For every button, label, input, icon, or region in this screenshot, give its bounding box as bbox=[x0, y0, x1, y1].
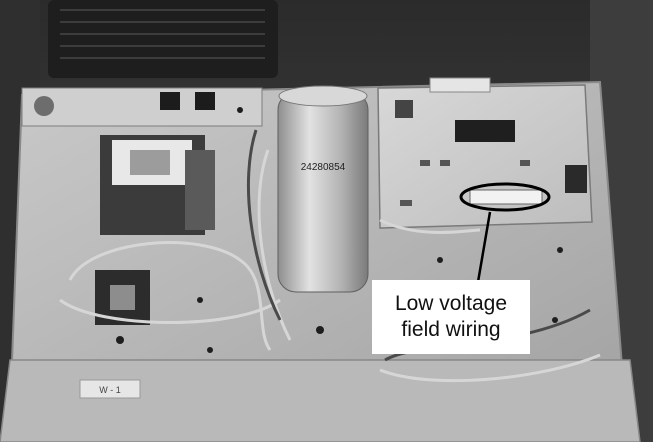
fan-shroud bbox=[48, 0, 278, 78]
capacitor bbox=[277, 91, 369, 293]
board-relay bbox=[565, 165, 587, 193]
panel-label-plate bbox=[79, 379, 141, 399]
relay-face bbox=[110, 285, 135, 310]
top-bracket bbox=[21, 87, 263, 127]
callout-line-1: Low voltage bbox=[394, 292, 508, 315]
board-parts bbox=[400, 160, 530, 206]
contactor-terminals bbox=[185, 150, 215, 230]
panel-label-text: W - 1 bbox=[99, 385, 121, 395]
board-component bbox=[395, 100, 413, 118]
switch-left bbox=[160, 92, 180, 110]
bracket-bolt bbox=[34, 96, 54, 116]
mounting-holes bbox=[116, 107, 563, 353]
board-chip bbox=[455, 120, 515, 142]
callout-pointer bbox=[476, 211, 492, 283]
callout-label: Low voltage field wiring bbox=[372, 280, 530, 354]
capacitor-number: 24280854 bbox=[301, 162, 346, 173]
capacitor-top bbox=[278, 85, 368, 107]
switch-right bbox=[195, 92, 215, 110]
contactor-window bbox=[130, 150, 170, 175]
fan-grille bbox=[60, 9, 265, 59]
terminal-strip bbox=[469, 189, 543, 205]
callout-line-2: field wiring bbox=[401, 318, 501, 341]
terminal-highlight-ellipse bbox=[459, 182, 551, 212]
board-connector bbox=[429, 77, 491, 93]
